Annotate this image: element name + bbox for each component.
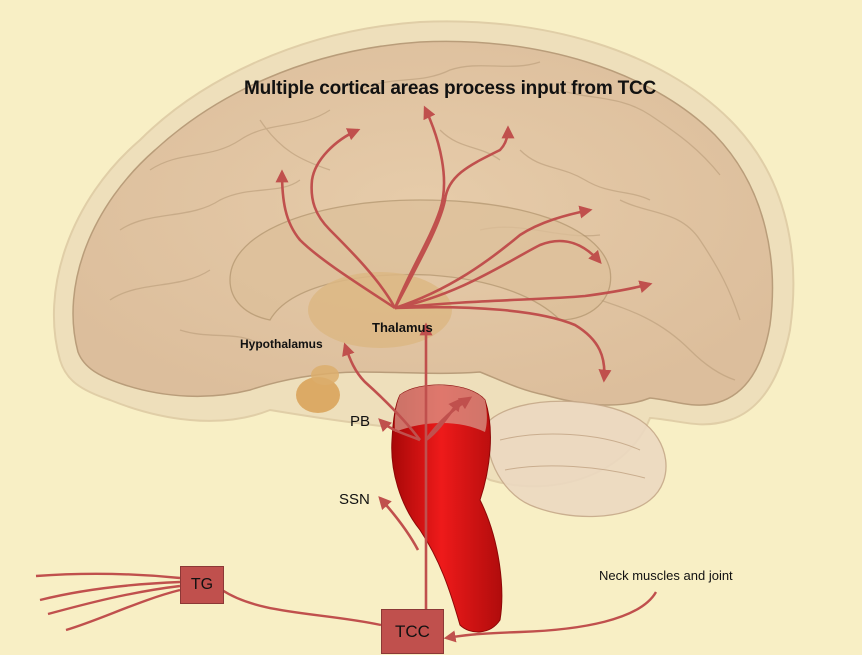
thalamus-label: Thalamus bbox=[372, 320, 433, 335]
neck-muscles-label: Neck muscles and joint bbox=[599, 568, 733, 583]
tcc-label: TCC bbox=[395, 622, 430, 642]
diagram-title: Multiple cortical areas process input fr… bbox=[244, 78, 656, 100]
pb-label: PB bbox=[350, 413, 370, 430]
ssn-label: SSN bbox=[339, 491, 370, 508]
tg-box: TG bbox=[180, 566, 224, 604]
hypothalamus-nucleus-top bbox=[311, 365, 339, 385]
tg-to-tcc-line bbox=[222, 590, 381, 625]
tg-label: TG bbox=[191, 576, 213, 594]
tcc-box: TCC bbox=[381, 609, 444, 654]
hypothalamus-label: Hypothalamus bbox=[240, 337, 323, 351]
